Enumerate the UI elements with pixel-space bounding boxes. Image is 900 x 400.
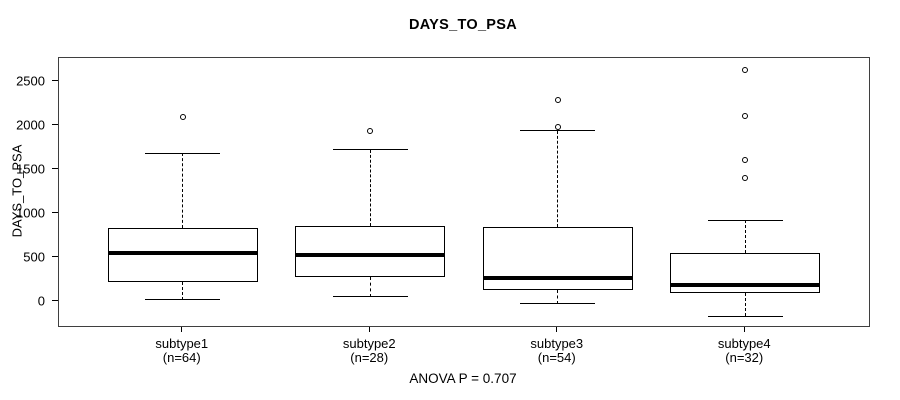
y-tick-label: 2500 — [16, 73, 45, 89]
outlier-point — [554, 96, 561, 103]
whisker-upper — [557, 130, 559, 227]
boxplot-box — [107, 228, 258, 282]
whisker-cap-high — [145, 152, 221, 154]
whisker-lower — [744, 292, 746, 317]
whisker-lower — [369, 276, 371, 297]
plot-frame — [58, 57, 870, 327]
y-tick-label: 1500 — [16, 161, 45, 177]
x-tick — [556, 326, 557, 332]
x-tick — [743, 326, 745, 332]
whisker-lower — [182, 281, 184, 300]
whisker-upper — [744, 220, 746, 253]
plot-area — [59, 58, 869, 326]
boxplot-box — [295, 225, 446, 277]
whisker-cap-low — [145, 298, 221, 300]
y-tick — [52, 124, 58, 126]
x-axis: subtype1(n=64) subtype2(n=28) subtype3(n=5… — [58, 326, 868, 397]
y-tick-label: 2000 — [16, 117, 45, 133]
whisker-upper — [182, 153, 184, 229]
group-n-label: (n=32) — [725, 349, 764, 365]
whisker-lower — [557, 289, 559, 304]
median-line — [107, 250, 258, 255]
whisker-cap-high — [707, 219, 783, 221]
anova-note: ANOVA P = 0.707 — [409, 371, 517, 386]
outlier-point — [742, 112, 749, 119]
group-label: subtype1 — [155, 335, 209, 351]
chart-title: DAYS_TO_PSA — [408, 17, 518, 33]
outlier-point — [367, 127, 374, 134]
x-tick — [181, 326, 182, 332]
y-axis: 0 500 1000 1500 2000 2500 — [0, 57, 58, 325]
whisker-cap-high — [332, 149, 408, 151]
boxplot-box — [482, 226, 633, 290]
outlier-point — [554, 124, 561, 131]
outlier-point — [742, 175, 749, 182]
outlier-point — [742, 66, 749, 73]
y-tick — [52, 168, 58, 170]
y-tick — [52, 80, 58, 82]
group-label: subtype3 — [530, 335, 584, 351]
y-tick — [52, 212, 58, 214]
y-tick-label: 0 — [37, 293, 45, 309]
group-label: subtype2 — [342, 335, 396, 351]
outlier-point — [742, 156, 749, 163]
whisker-cap-low — [520, 303, 596, 305]
y-tick — [52, 300, 58, 302]
group-n-label: (n=54) — [537, 349, 576, 365]
y-tick — [52, 256, 58, 258]
outlier-point — [179, 114, 186, 121]
y-tick-label: 500 — [23, 249, 45, 265]
group-n-label: (n=28) — [350, 349, 389, 365]
whisker-cap-low — [707, 315, 783, 317]
median-line — [295, 252, 446, 257]
group-n-label: (n=64) — [162, 349, 201, 365]
median-line — [482, 275, 633, 280]
x-tick — [368, 326, 370, 332]
whisker-cap-low — [332, 296, 408, 298]
whisker-upper — [369, 149, 371, 226]
y-tick-label: 1000 — [16, 205, 45, 221]
group-label: subtype4 — [717, 335, 771, 351]
median-line — [670, 282, 821, 287]
whisker-cap-high — [520, 129, 596, 131]
